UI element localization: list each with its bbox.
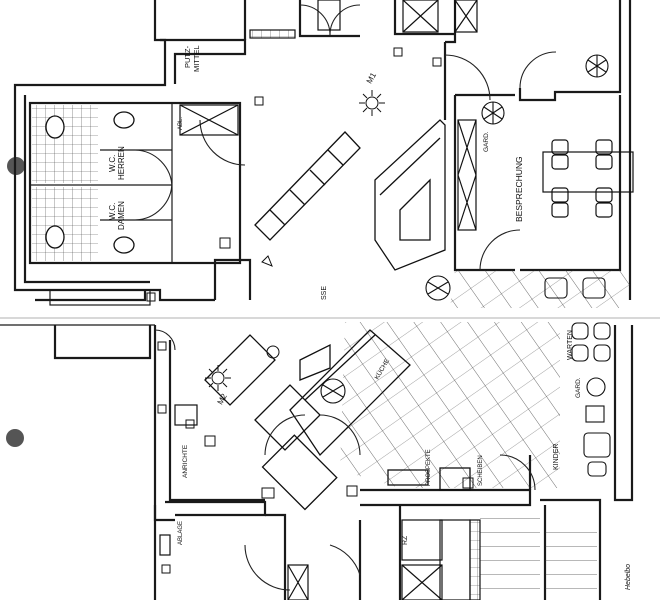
- room-label-scheiben: SCHEIBEN: [478, 455, 484, 486]
- room-label-sse: SSE: [321, 286, 328, 300]
- electrical-symbols-top: [146, 47, 442, 302]
- floor-hatch-top: [450, 270, 630, 308]
- room-label-putzmittel-2: MITTEL: [192, 45, 201, 72]
- wc-herren-tiles: [32, 105, 98, 183]
- room-label-wc-damen-1: W.C.: [108, 203, 117, 220]
- wc-damen-tiles: [32, 187, 98, 261]
- room-label-warten: WARTEN: [567, 330, 574, 360]
- door-swings-top: [134, 4, 557, 271]
- room-label-rz: RZ: [402, 535, 409, 545]
- room-label-ablage: ABLAGE: [178, 521, 184, 545]
- stair-treads: [545, 520, 597, 600]
- meeting-table: [542, 139, 634, 218]
- ceiling-light-m1: [359, 90, 385, 116]
- room-label-prospekte: PROSPEKTE: [426, 449, 432, 486]
- floor-hatch-kitchen: [340, 322, 560, 488]
- room-label-wc-herren-2: HERREN: [117, 146, 126, 180]
- light-label-m2: M2: [216, 392, 230, 407]
- room-label-gard-top: GARD.: [483, 131, 490, 152]
- door-swings-bottom: [154, 329, 536, 591]
- top-sheet-walls: [13, 0, 632, 306]
- cabinets-bottom: [159, 404, 481, 600]
- room-label-anrichte: ANRICHTE: [182, 444, 189, 478]
- diagonal-counter-bottom: [204, 329, 471, 511]
- room-label-gard-right: GARD.: [575, 377, 582, 398]
- punch-hole-bottom: [6, 429, 24, 447]
- room-label-wc-herren-1: W.C.: [108, 155, 117, 172]
- room-label-abl: ABL.: [178, 117, 184, 130]
- light-label-m1: M1: [365, 71, 379, 86]
- bottom-sheet-walls: [0, 324, 634, 600]
- diagonal-counter-top: [254, 119, 446, 271]
- toilet-fixtures: [45, 111, 135, 254]
- handwritten-note: Hebelbo: [625, 564, 632, 590]
- waiting-chairs: [544, 277, 611, 477]
- cabinets-top: [179, 0, 478, 231]
- room-label-putzmittel-1: PUTZ-: [183, 45, 192, 68]
- floor-planks-bottom: [480, 505, 540, 600]
- ceiling-light-m2: [205, 345, 280, 391]
- electrical-symbols-bottom: [157, 341, 474, 574]
- room-label-kinder: KINDER: [553, 444, 560, 470]
- room-label-besprechung: BESPRECHUNG: [514, 156, 524, 222]
- plant-icons: [320, 54, 609, 404]
- room-label-wc-damen-2: DAMEN: [117, 201, 126, 230]
